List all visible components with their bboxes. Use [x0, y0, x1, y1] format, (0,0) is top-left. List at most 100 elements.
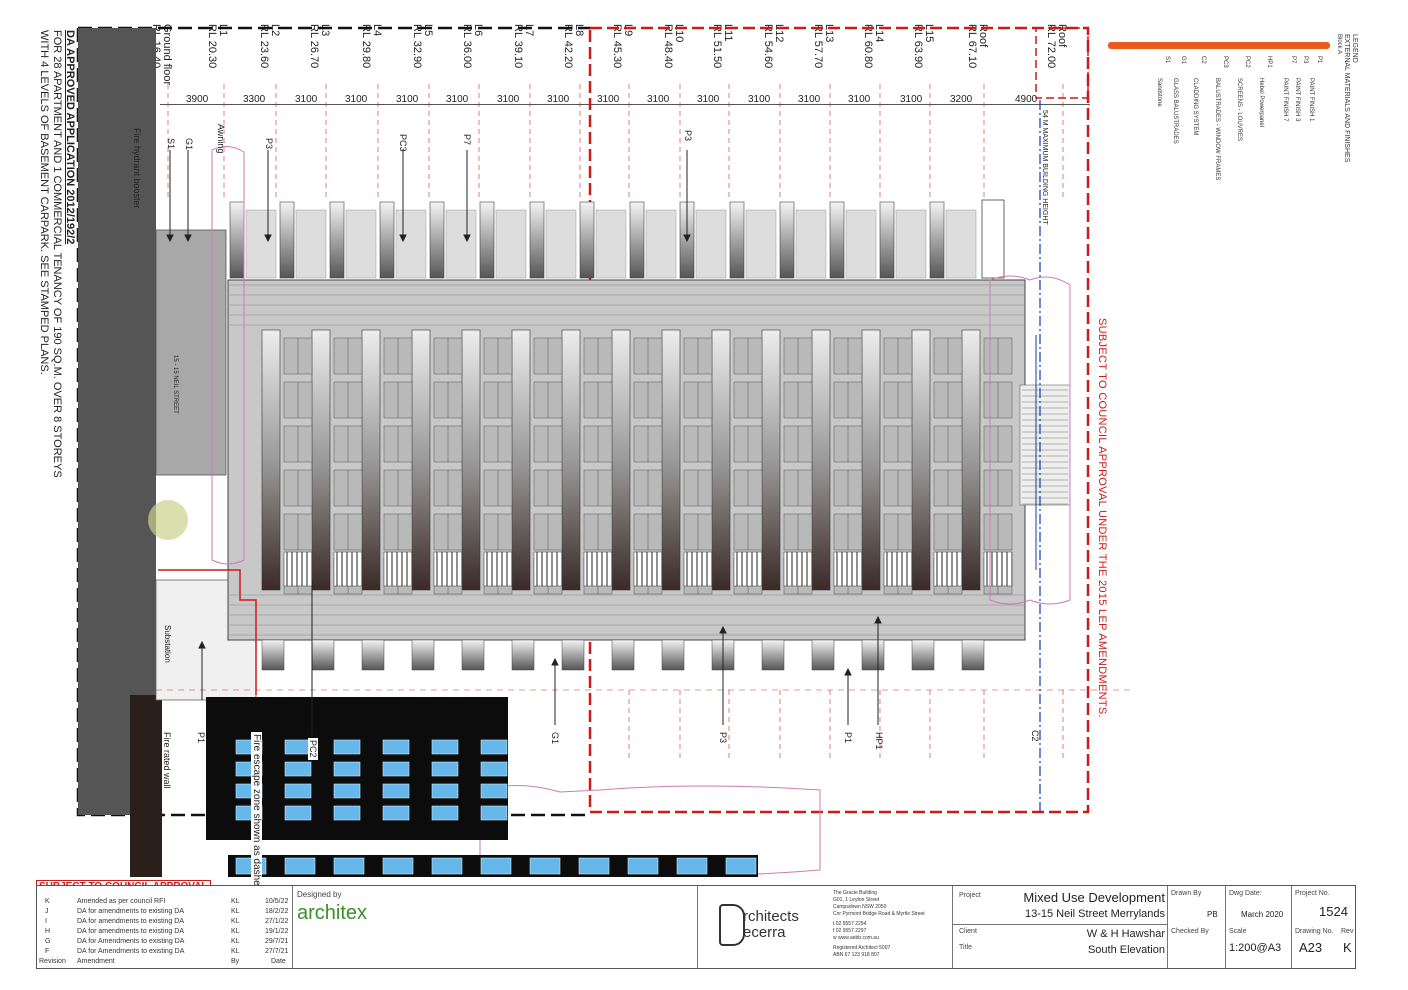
bottom-fin	[811, 639, 835, 671]
dimension-value: 3100	[345, 94, 368, 105]
tag-pc2: PC2	[308, 738, 318, 760]
shop-outline	[158, 569, 257, 695]
dimension-value: 4900	[1015, 94, 1038, 105]
tag-g1-bottom: G1	[550, 732, 560, 745]
rev-header-amendment: Amendment	[77, 958, 115, 965]
tag-awning: Awning	[216, 124, 226, 154]
glazing-pane	[431, 783, 459, 799]
tag-hp1: HP1	[874, 732, 884, 750]
revision-rev: H	[45, 928, 51, 935]
roof-panel	[895, 209, 927, 279]
dimension-value: 3200	[950, 94, 973, 105]
tag-g1: G1	[184, 138, 194, 151]
tag-street-sign: 15 - 15 NEIL STREET	[172, 355, 178, 414]
project-no-label: Project No.	[1295, 890, 1330, 897]
tower-column	[461, 329, 481, 591]
revision-by: KL	[231, 938, 240, 945]
roof-panel	[695, 209, 727, 279]
architect-name-line1: rchitects	[743, 908, 799, 925]
revision-rev: F	[45, 948, 50, 955]
balcony-railing	[783, 551, 813, 587]
dimension-value: 3100	[547, 94, 570, 105]
balcony-railing	[583, 551, 613, 587]
tower-column	[711, 329, 731, 591]
roof-stair-tower	[981, 199, 1005, 279]
balcony-railing	[833, 551, 863, 587]
glazing-pane	[431, 805, 459, 821]
revision-rev: G	[45, 938, 51, 945]
tower-column	[361, 329, 381, 591]
revision-cloud-1	[989, 275, 1071, 605]
glazing-pane	[578, 857, 610, 875]
tower-column	[561, 329, 581, 591]
revision-desc: Amended as per council RFI	[77, 898, 166, 905]
address-line: The Gracie Building	[833, 890, 877, 896]
roof-panel	[495, 209, 527, 279]
tag-s1: S1	[166, 138, 176, 150]
title-label: Title	[959, 944, 972, 951]
roof-panel	[295, 209, 327, 279]
roof-fin	[229, 201, 245, 279]
tower-column	[911, 329, 931, 591]
legend-accent-bar	[1108, 42, 1330, 49]
dimension-value: 3100	[647, 94, 670, 105]
revision-desc: DA for Amendments to existing DA	[77, 938, 185, 945]
balcony-railing	[883, 551, 913, 587]
roof-fin	[479, 201, 495, 279]
revision-desc: DA for amendments to existing DA	[77, 928, 184, 935]
drawn-by-value: PB	[1207, 910, 1218, 919]
project-label: Project	[959, 892, 981, 899]
balcony-railing	[933, 551, 963, 587]
tower-column	[861, 329, 881, 591]
balcony-railing	[283, 551, 313, 587]
level-lines	[167, 84, 1064, 760]
tag-p7: P7	[462, 134, 472, 146]
glazing-pane	[480, 761, 508, 777]
rev-header-revision: Revision	[39, 958, 66, 965]
roof-panel	[845, 209, 877, 279]
tag-max-height: 54 M MAXIMUM BUILDING HEIGHT	[1041, 110, 1048, 225]
project-line2: 13-15 Neil Street Merrylands	[1024, 908, 1165, 920]
revision-by: KL	[231, 908, 240, 915]
legend-block: LEGEND EXTERNAL MATERIALS AND FINISHES B…	[1100, 28, 1360, 198]
designer-logo: architex	[297, 902, 368, 924]
roof-fin	[829, 201, 845, 279]
bottom-fin	[761, 639, 785, 671]
glazing-pane	[431, 857, 463, 875]
revision-rev: J	[45, 908, 49, 915]
glazing-pane	[382, 857, 414, 875]
rev-value: K	[1343, 940, 1352, 955]
architect-name-line2: ecerra	[743, 924, 786, 941]
bottom-fin	[911, 639, 935, 671]
roof-box	[1035, 27, 1089, 99]
glazing-pane	[480, 805, 508, 821]
revision-date: 27/7/21	[265, 948, 289, 955]
drawn-by-label: Drawn By	[1171, 890, 1202, 897]
glazing-pane	[676, 857, 708, 875]
glazing-pane	[480, 783, 508, 799]
revision-by: KL	[231, 928, 240, 935]
address-line: Registered Architect 5007	[833, 945, 891, 951]
roof-fin	[879, 201, 895, 279]
carpark-glazing	[235, 857, 757, 875]
tag-p3-top: P3	[264, 138, 274, 150]
bottom-fin	[861, 639, 885, 671]
client-value: W & H Hawshar	[1086, 928, 1165, 940]
dimension-value: 3300	[243, 94, 266, 105]
bottom-fin	[361, 639, 385, 671]
tag-p1-left: P1	[196, 732, 206, 744]
dimension-value: 3100	[597, 94, 620, 105]
roof-panel	[395, 209, 427, 279]
revision-cloud-2	[211, 146, 245, 565]
glazing-pane	[431, 761, 459, 777]
revision-date: 10/5/22	[265, 898, 289, 905]
roof-panel	[595, 209, 627, 279]
balcony-railing	[733, 551, 763, 587]
address-line: ABN 67 123 918 807	[833, 952, 880, 958]
tower-column	[661, 329, 681, 591]
tower-column	[761, 329, 781, 591]
revision-rev: I	[45, 918, 47, 925]
roof-fin	[729, 201, 745, 279]
